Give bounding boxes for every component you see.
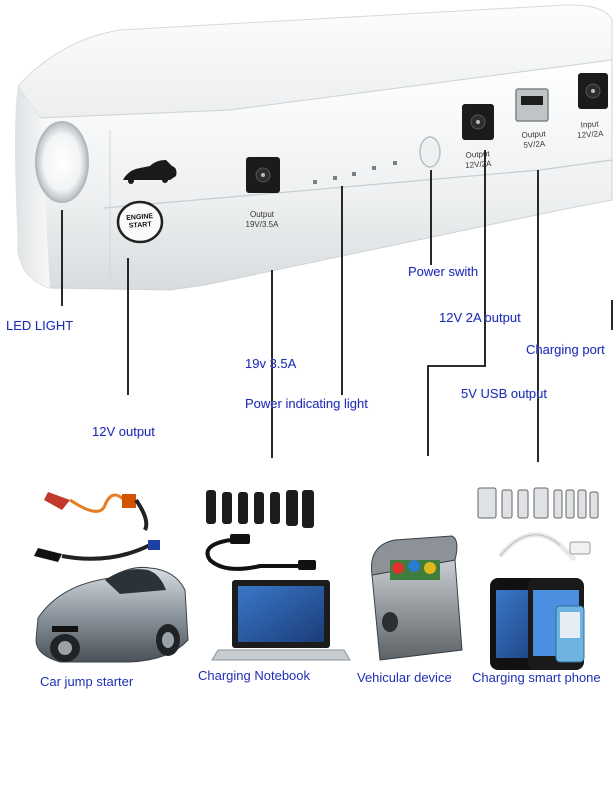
usb-port-icon — [515, 88, 549, 122]
usb-cable-icon — [498, 532, 591, 561]
caption-car-jump-starter: Car jump starter — [40, 674, 134, 689]
callout-12v-2a-output: 12V 2A output — [439, 310, 521, 325]
dc-port-input-icon — [578, 73, 608, 109]
caption-charging-smart-phone: Charging smart phone — [472, 670, 601, 685]
port-label-12v: Output 12V/2A — [464, 149, 492, 170]
port-label-19v: Output 19V/3.5A — [245, 210, 279, 229]
power-switch-icon — [419, 136, 441, 168]
dc-port-19v-icon — [246, 157, 280, 193]
callout-power-indicating-light: Power indicating light — [245, 396, 368, 411]
callout-19v-3-5a: 19v 3.5A — [245, 356, 297, 371]
jumper-cables-icon — [34, 492, 160, 562]
sports-car-icon — [35, 567, 189, 663]
engine-start-label: ENGINE START — [126, 213, 154, 230]
port-label-5v: Output 5V/2A — [521, 129, 546, 150]
car-fridge-icon — [370, 535, 463, 661]
callout-5v-usb-output: 5V USB output — [461, 386, 547, 401]
usb-adapter-tips-icon — [477, 487, 599, 519]
dc-connector-tips-icon — [206, 490, 314, 528]
caption-charging-notebook: Charging Notebook — [198, 668, 311, 683]
callout-led-light: LED LIGHT — [6, 318, 74, 333]
callout-power-switch: Power swith — [408, 264, 479, 279]
caption-vehicular-device: Vehicular device — [357, 670, 452, 685]
car-icon — [123, 160, 177, 184]
mp3-player-icon — [555, 605, 585, 663]
led-light-icon — [35, 121, 89, 203]
laptop-icon — [211, 580, 351, 661]
port-label-input: Input 12V/2A — [576, 119, 604, 140]
callout-12v-output: 12V output — [92, 424, 155, 439]
callout-lines — [61, 150, 613, 462]
dc-cable-icon — [205, 534, 316, 571]
dc-port-12v-icon — [462, 104, 494, 140]
engine-start-icon — [116, 200, 164, 244]
callout-charging-port: Charging port — [526, 342, 605, 357]
power-indicator-lights-icon — [313, 161, 397, 184]
